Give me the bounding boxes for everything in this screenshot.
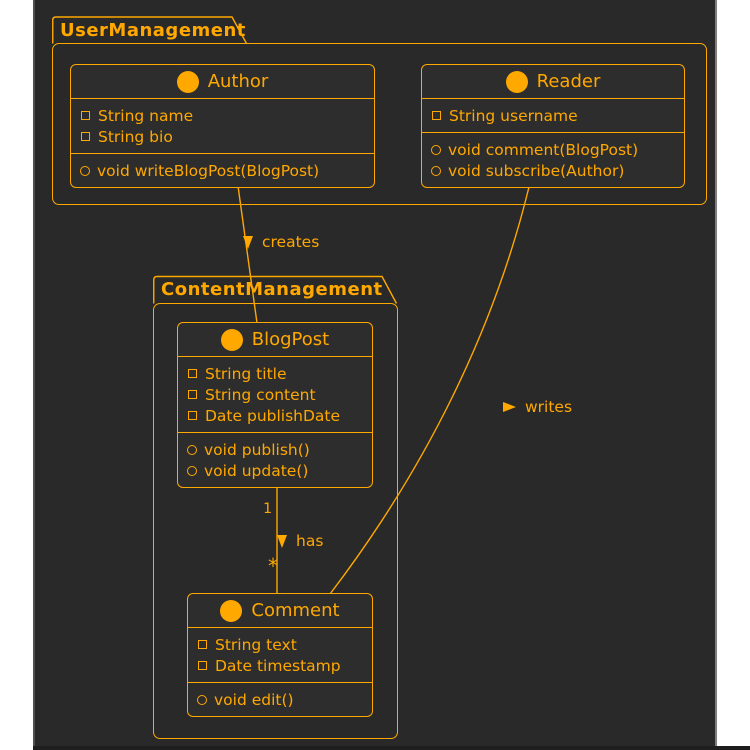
attribute-label: String text [215,635,297,654]
attribute-row: String bio [79,126,366,147]
class-comment-methods: void edit() [188,683,372,716]
attribute-label: Date publishDate [205,406,341,425]
package-contentmanagement-label: ContentManagement [161,279,383,300]
attribute-label: String name [98,106,194,125]
class-author-methods: void writeBlogPost(BlogPost) [71,154,374,187]
method-label: void update() [204,461,309,480]
field-icon [81,132,90,141]
attribute-row: Date timestamp [196,655,364,676]
class-name: Comment [251,600,340,621]
class-reader: Reader String username void comment(Blog… [421,64,685,188]
method-icon [187,465,197,476]
class-reader-title: Reader [422,65,684,99]
field-icon [188,369,197,378]
method-row: void update() [186,460,364,481]
attribute-row: String content [186,384,364,405]
edge-label-creates: creates [243,233,319,251]
attribute-row: String text [196,634,364,655]
class-comment-title: Comment [188,594,372,628]
class-comment-attributes: String text Date timestamp [188,628,372,683]
class-comment: Comment String text Date timestamp void … [187,593,373,717]
class-blogpost: BlogPost String title String content Dat… [177,322,373,488]
class-author-title: Author [71,65,374,99]
attribute-row: String name [79,105,366,126]
method-row: void writeBlogPost(BlogPost) [79,160,366,181]
edge-label-text: creates [262,233,320,251]
class-blogpost-title: BlogPost [178,323,372,357]
edge-label-writes: writes [503,398,572,416]
class-author-attributes: String name String bio [71,99,374,154]
method-row: void subscribe(Author) [430,160,676,181]
class-name: Author [207,71,269,92]
method-label: void subscribe(Author) [448,161,625,180]
edge-label-text: has [296,532,324,550]
method-row: void comment(BlogPost) [430,139,676,160]
class-icon [220,328,243,351]
method-icon [431,144,441,155]
edge-label-has: has [277,532,323,550]
arrow-down-icon [277,534,287,548]
attribute-row: String username [430,105,676,126]
arrow-down-icon [243,235,253,249]
method-row: void publish() [186,439,364,460]
method-icon [431,165,441,176]
field-icon [81,111,90,120]
method-label: void edit() [214,690,294,709]
edge-label-text: writes [525,398,573,416]
attribute-label: String content [205,385,316,404]
arrow-right-icon [503,402,516,412]
field-icon [188,390,197,399]
package-usermanagement-label: UserManagement [60,20,246,41]
attribute-label: Date timestamp [215,656,341,675]
method-label: void comment(BlogPost) [448,140,639,159]
window-bottom-edge [33,746,750,750]
class-blogpost-methods: void publish() void update() [178,433,372,487]
class-icon [176,70,199,93]
attribute-row: String title [186,363,364,384]
attribute-label: String title [205,364,287,383]
canvas-left-border [33,0,35,746]
class-icon [220,599,243,622]
method-label: void writeBlogPost(BlogPost) [97,161,320,180]
class-icon [505,70,528,93]
attribute-label: String bio [98,127,173,146]
multiplicity-one: 1 [263,501,272,517]
class-reader-attributes: String username [422,99,684,133]
method-icon [80,165,90,176]
method-icon [187,444,197,455]
multiplicity-many: * [268,554,278,578]
method-row: void edit() [196,689,364,710]
class-name: BlogPost [251,329,330,350]
attribute-label: String username [449,106,578,125]
field-icon [198,661,207,670]
class-name: Reader [536,71,601,92]
class-reader-methods: void comment(BlogPost) void subscribe(Au… [422,133,684,187]
field-icon [188,411,197,420]
class-author: Author String name String bio void write… [70,64,375,188]
field-icon [198,640,207,649]
canvas-right-border [715,0,717,746]
method-icon [197,694,207,705]
attribute-row: Date publishDate [186,405,364,426]
field-icon [432,111,441,120]
class-blogpost-attributes: String title String content Date publish… [178,357,372,433]
method-label: void publish() [204,440,310,459]
